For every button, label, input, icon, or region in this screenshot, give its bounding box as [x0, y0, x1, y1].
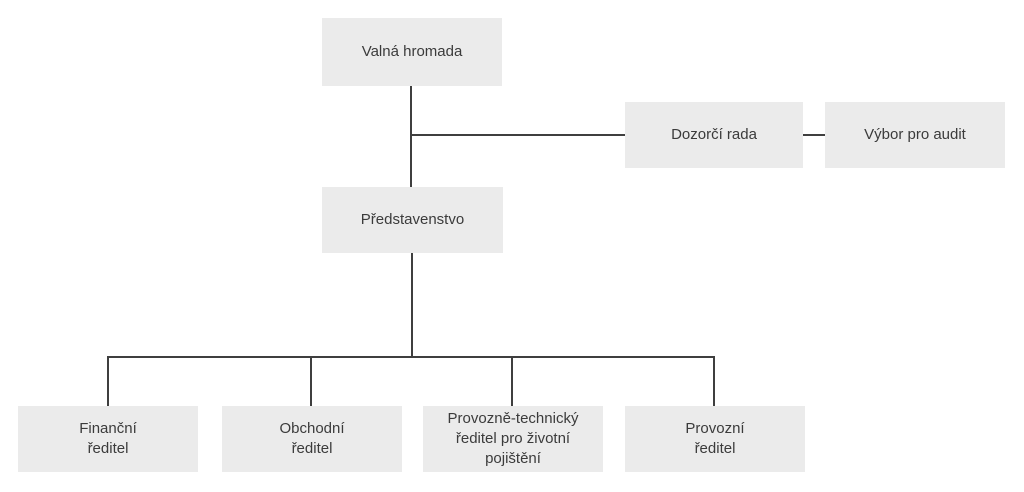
org-node-dozorci-rada: Dozorčí rada — [625, 102, 803, 168]
connector-predstavenstvo-down — [411, 253, 413, 356]
connector-drop-financni — [107, 356, 109, 406]
connector-dozorci-vybor — [803, 134, 825, 136]
org-node-provozne-technicky-reditel: Provozně-technický ředitel pro životní p… — [423, 406, 603, 472]
org-node-obchodni-reditel: Obchodní ředitel — [222, 406, 402, 472]
org-node-vybor-pro-audit: Výbor pro audit — [825, 102, 1005, 168]
org-node-predstavenstvo: Představenstvo — [322, 187, 503, 253]
org-node-valna-hromada: Valná hromada — [322, 18, 502, 86]
org-node-provozni-reditel: Provozní ředitel — [625, 406, 805, 472]
connector-branch-dozorci-rada — [411, 134, 625, 136]
connector-drop-provozni — [713, 356, 715, 406]
connector-bottom-rail — [107, 356, 715, 358]
org-node-financni-reditel: Finanční ředitel — [18, 406, 198, 472]
connector-valna-predstavenstvo — [410, 86, 412, 187]
connector-drop-provozne-technicky — [511, 356, 513, 406]
connector-drop-obchodni — [310, 356, 312, 406]
